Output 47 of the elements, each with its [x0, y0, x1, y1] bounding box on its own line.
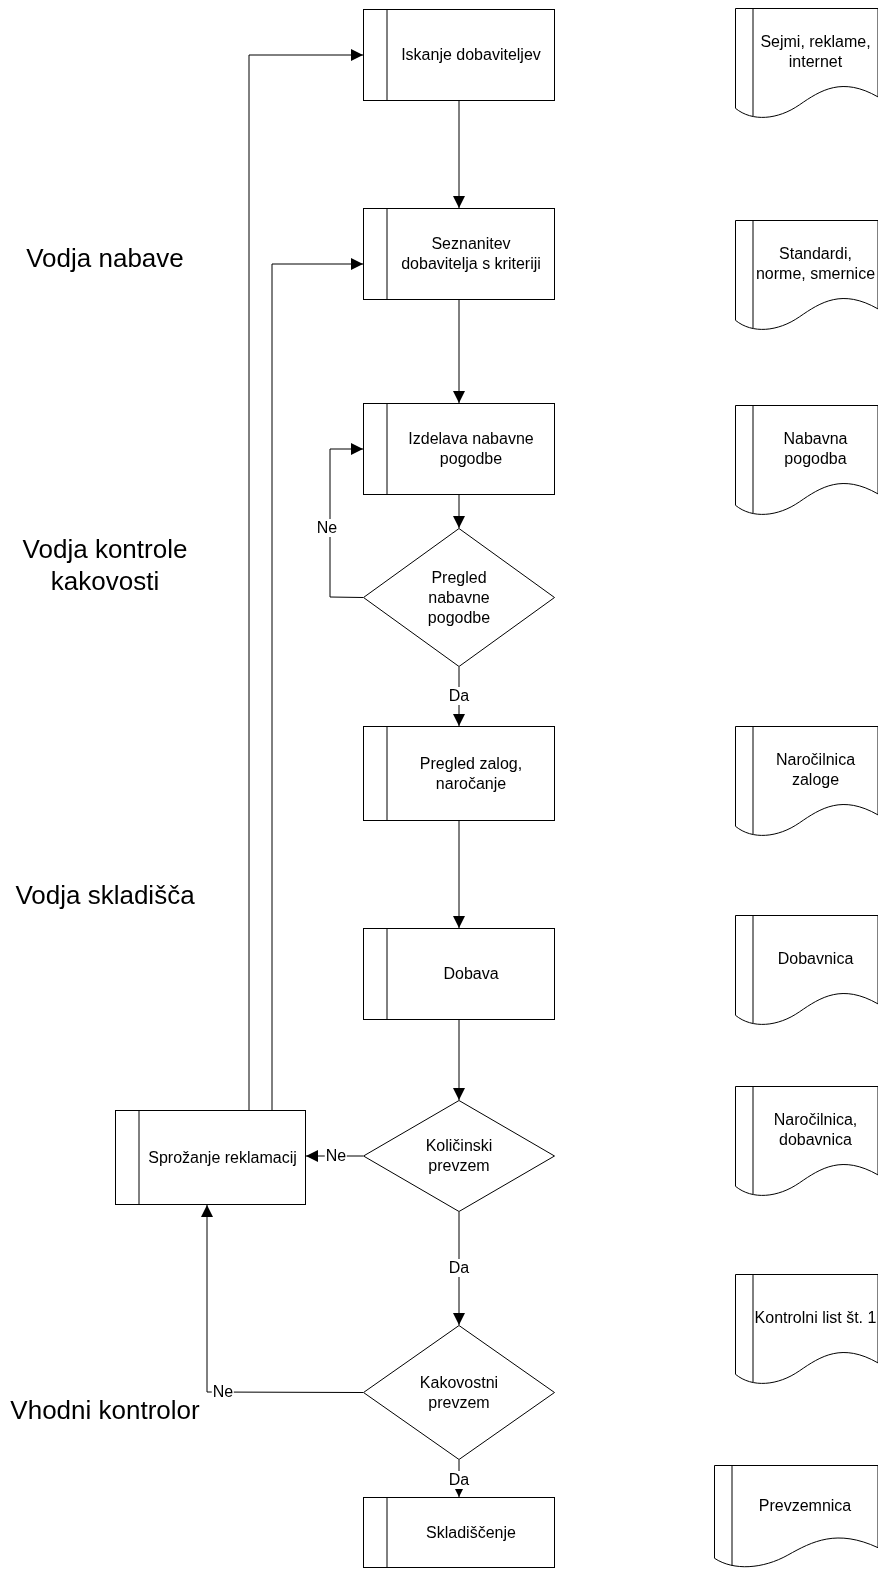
edge-label: Da — [447, 687, 471, 705]
node-label: Dobava — [443, 964, 499, 984]
process-box — [363, 928, 555, 1020]
decision-diamond — [363, 1100, 555, 1212]
process-box — [115, 1110, 306, 1205]
arrow — [453, 1019, 465, 1101]
node-label: Kakovostni prevzem — [418, 1372, 500, 1413]
arrow — [453, 1211, 465, 1326]
node-label: Izdelava nabavne pogodbe — [407, 429, 535, 469]
edge-label: Da — [447, 1259, 471, 1277]
arrow — [453, 820, 465, 929]
node-label: Seznanitev dobavitelja s kriteriji — [400, 234, 542, 274]
node-label: Sejmi, reklame, internet — [759, 32, 872, 73]
node-label: Nabavna pogodba — [782, 429, 849, 470]
node-label: Pregled zalog, naročanje — [418, 753, 524, 794]
process-box — [363, 208, 555, 300]
node-label: Količinski prevzem — [424, 1136, 494, 1176]
arrow — [248, 49, 364, 1111]
arrow — [201, 1204, 364, 1393]
role-label: Vhodni kontrolor — [9, 1394, 201, 1426]
node-label: Pregled nabavne pogodbe — [426, 567, 492, 628]
role-label: Vodja nabave — [25, 242, 185, 274]
node-label: Iskanje dobaviteljev — [401, 45, 541, 65]
node-label: Prevzemnica — [758, 1496, 852, 1517]
process-box — [363, 9, 555, 101]
arrow — [453, 666, 465, 727]
arrow — [453, 299, 465, 404]
arrow — [329, 443, 364, 598]
decision-diamond — [363, 528, 555, 667]
node-label: Sprožanje reklamacij — [148, 1147, 297, 1168]
arrow — [453, 100, 465, 209]
node-label: Naročilnica, dobavnica — [772, 1110, 859, 1151]
arrow — [271, 258, 364, 1111]
node-label: Kontrolni list št. 1 — [754, 1308, 877, 1329]
process-box — [363, 726, 555, 821]
decision-diamond — [363, 1325, 555, 1460]
node-label: Skladiščenje — [426, 1522, 516, 1543]
node-label: Dobavnica — [777, 949, 854, 970]
node-label: Standardi, norme, smernice — [754, 244, 877, 285]
edge-label: Ne — [315, 519, 339, 537]
edge-label: Da — [447, 1471, 471, 1489]
node-label: Naročilnica zaloge — [774, 750, 857, 791]
role-label: Vodja kontrole kakovosti — [21, 533, 189, 597]
role-label: Vodja skladišča — [14, 879, 196, 911]
process-box — [363, 403, 555, 495]
process-box — [363, 1497, 555, 1568]
arrow — [453, 494, 465, 529]
